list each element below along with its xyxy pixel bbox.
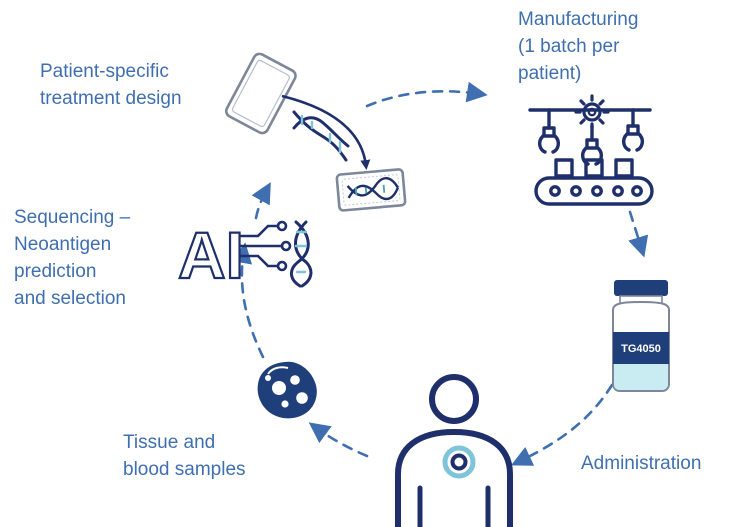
ai-icon: AI	[177, 217, 313, 293]
label-line: (1 batch per	[518, 36, 620, 57]
label-line: Neoantigen	[14, 234, 112, 255]
arrow-ai-to-design	[251, 182, 271, 220]
arrow-cell-to-ai	[231, 242, 265, 359]
arrow-design-to-manufacturing	[365, 81, 488, 108]
dna-icon	[292, 110, 350, 162]
label-line: and selection	[14, 288, 126, 309]
label-sequencing: Sequencing – Neoantigen prediction and s…	[14, 204, 130, 312]
label-manufacturing: Manufacturing (1 batch per patient)	[518, 6, 638, 87]
arrow-vial-to-patient	[510, 383, 614, 466]
vial-icon: TG4050	[612, 280, 670, 392]
label-line: patient)	[518, 63, 582, 84]
gear-icon	[574, 94, 610, 130]
cycle-arrows	[231, 81, 649, 466]
label-treatment-design: Patient-specific treatment design	[40, 58, 182, 112]
label-line: Patient-specific	[40, 61, 169, 82]
ai-label: AI	[178, 218, 244, 292]
label-administration: Administration	[581, 450, 701, 477]
label-line: prediction	[14, 261, 97, 282]
label-line: Tissue and	[123, 432, 216, 453]
design-flow-arrow	[281, 94, 371, 170]
label-line: Sequencing –	[14, 207, 131, 228]
conveyor-belt-icon	[534, 158, 654, 206]
vial-label: TG4050	[621, 343, 661, 355]
label-tissue-samples: Tissue and blood samples	[123, 429, 246, 483]
arrow-patient-to-cell	[308, 422, 369, 458]
cell-icon	[257, 361, 317, 419]
card-dna-icon	[335, 168, 407, 212]
tablet-icon	[224, 52, 297, 135]
label-line: treatment design	[40, 88, 182, 109]
patient-icon	[395, 374, 513, 527]
arrow-manufacturing-to-vial	[628, 210, 649, 258]
label-line: Manufacturing	[518, 9, 639, 30]
label-line: Administration	[581, 453, 702, 474]
label-line: blood samples	[123, 459, 246, 480]
